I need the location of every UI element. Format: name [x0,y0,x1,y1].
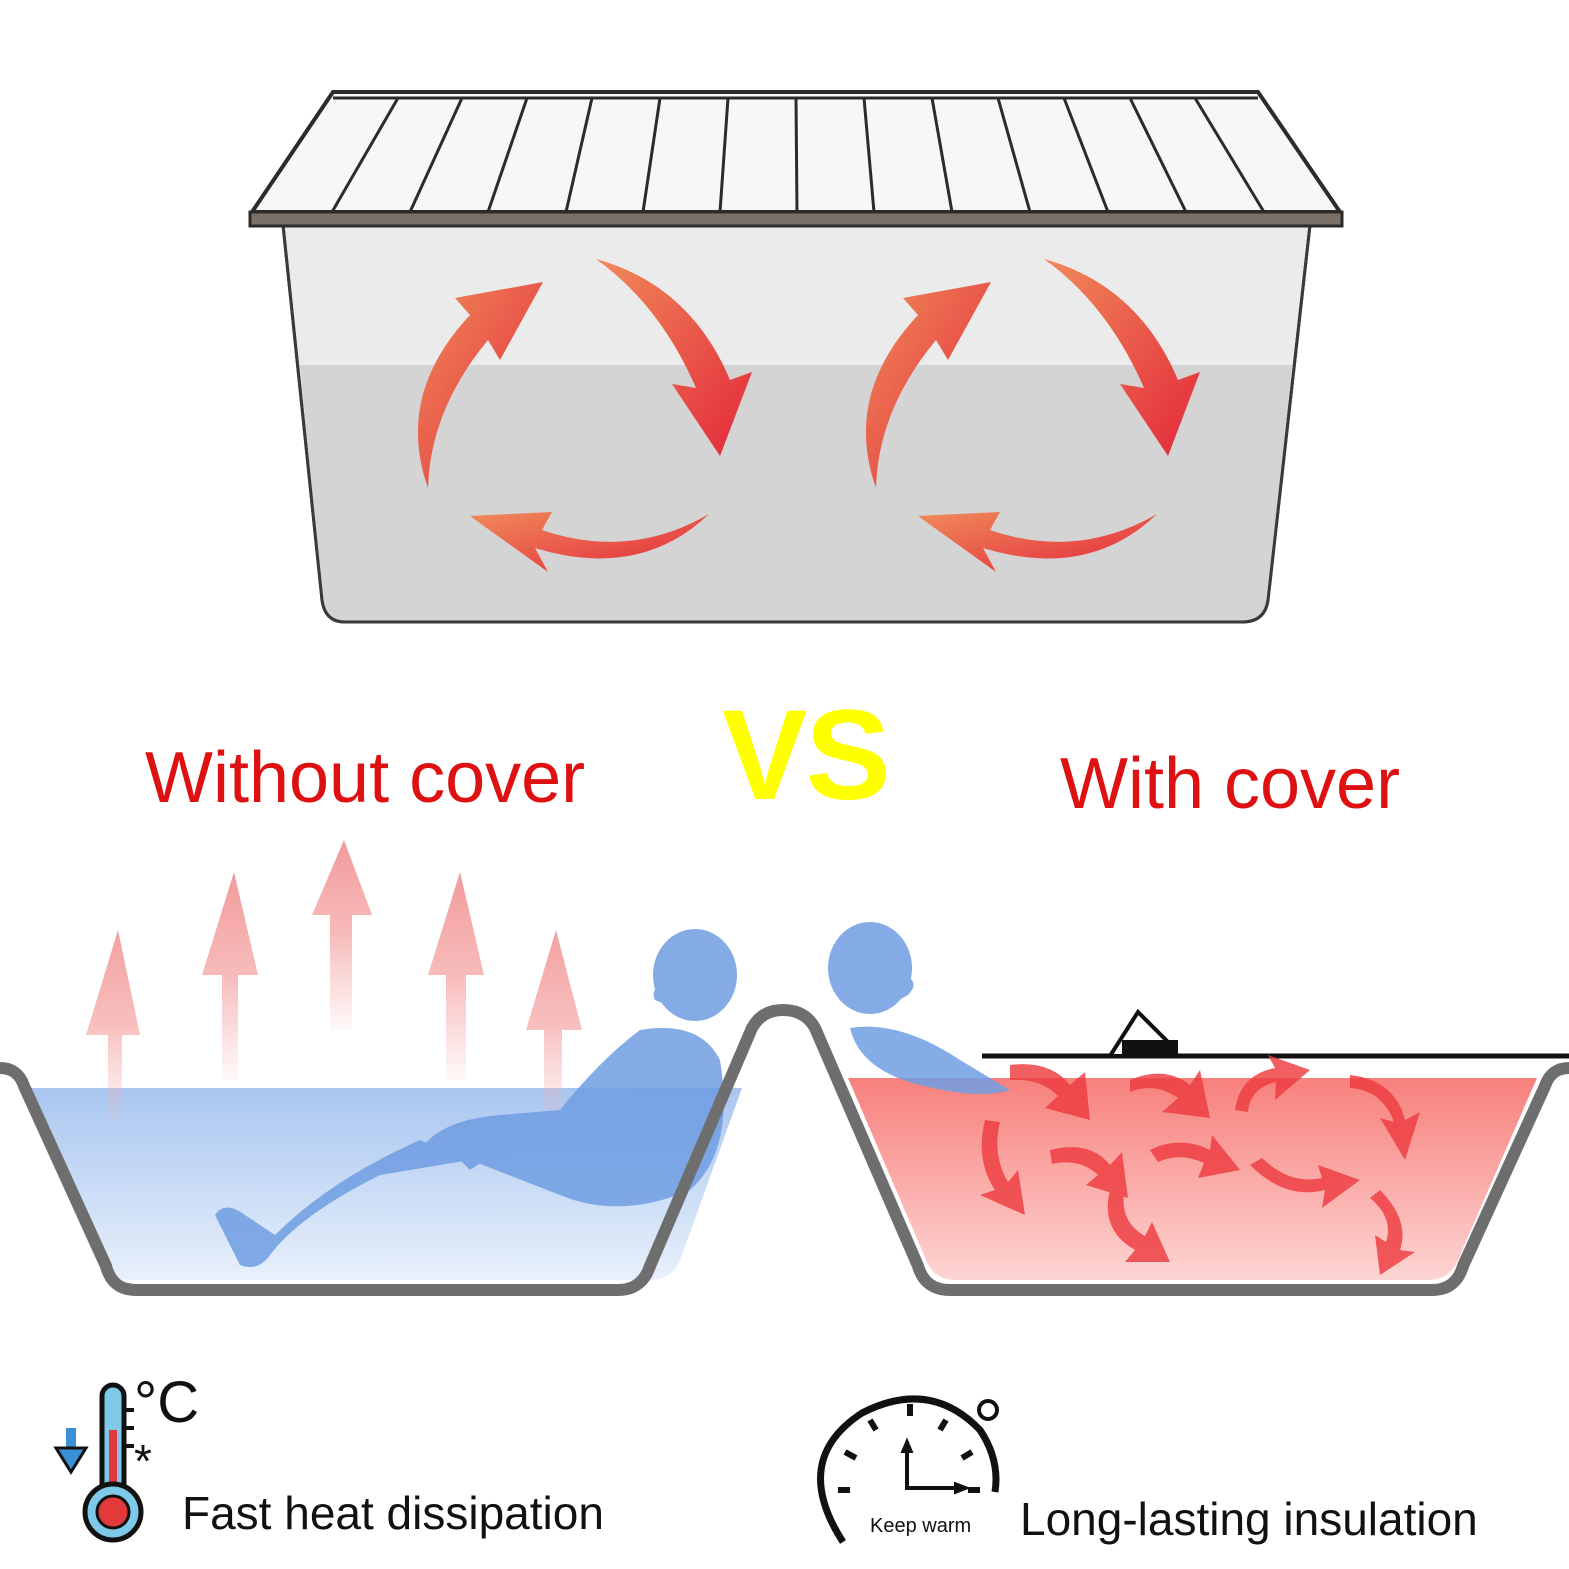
bather-left [215,929,737,1268]
retained-heat-arrows [980,1055,1420,1275]
vs-label: VS [722,684,891,827]
thermometer-icon [82,1382,144,1543]
insulation-caption: Long-lasting insulation [1020,1493,1478,1545]
snowflake-icon: * [134,1435,152,1487]
celsius-label: °C [134,1370,200,1435]
circulation-arrows-right [865,259,1200,572]
gauge-clock-icon [817,1395,1000,1544]
heat-escape-arrows [86,840,582,1120]
down-arrow-icon [53,1428,89,1475]
keep-warm-label: Keep warm [870,1515,972,1537]
with-cover-label: With cover [1060,744,1401,824]
slatted-cover [248,90,1344,228]
fast-heat-caption: Fast heat dissipation [182,1487,604,1539]
bather-right [828,922,1010,1094]
tub-without-cover [0,840,1569,1296]
without-cover-label: Without cover [145,738,586,818]
tub-with-cover [828,922,1569,1280]
circulation-arrows-left [417,259,752,572]
